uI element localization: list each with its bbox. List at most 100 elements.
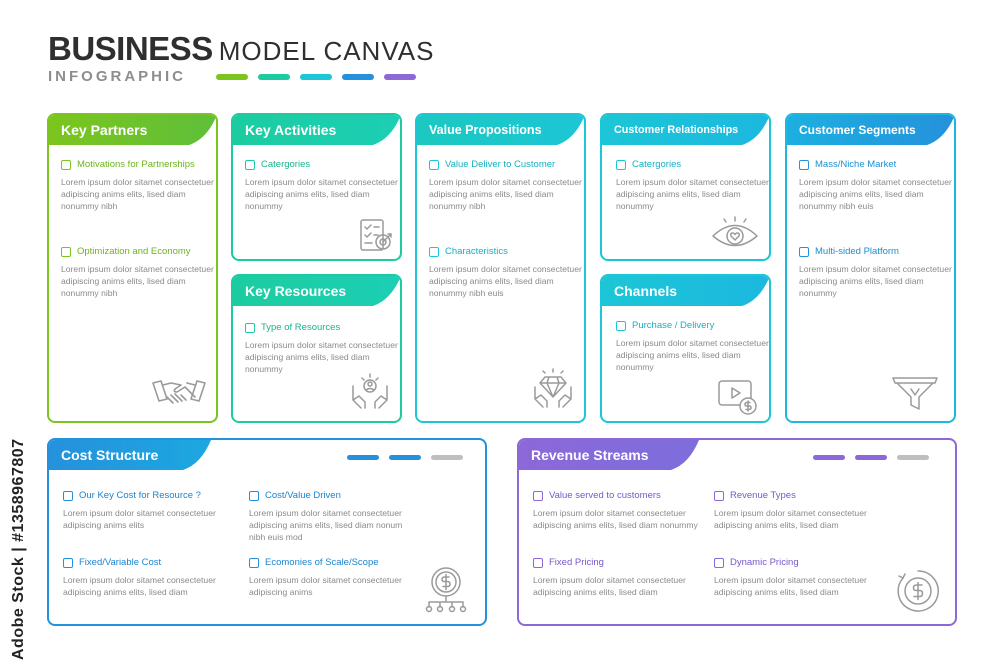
checkbox[interactable]: [249, 490, 259, 501]
checkbox[interactable]: [799, 246, 809, 257]
item-title: Mass/Niche Market: [815, 159, 897, 170]
eye-heart-icon: [710, 215, 760, 251]
list-item: Motivations for Partnerships Lorem ipsum…: [61, 159, 216, 212]
item-body: Lorem ipsum dolor sitamet consectetuer a…: [245, 177, 398, 211]
watermark-text: Adobe Stock | #1358967807: [10, 438, 27, 660]
item-body: Lorem ipsum dolor sitamet consectetuer a…: [429, 264, 582, 298]
item-title: Dynamic Pricing: [730, 557, 799, 568]
checkbox[interactable]: [616, 320, 626, 331]
checkbox[interactable]: [799, 159, 809, 170]
funnel-icon: [891, 375, 939, 411]
card-title: Customer Segments: [799, 123, 916, 137]
item-body: Lorem ipsum dolor sitamet consectetuer a…: [799, 177, 952, 211]
item-body: Lorem ipsum dolor sitamet consectetuer a…: [533, 575, 686, 597]
handshake-icon: [151, 373, 207, 413]
list-item: Characteristics Lorem ipsum dolor sitame…: [429, 246, 584, 299]
item-body: Lorem ipsum dolor sitamet consectetuer a…: [714, 508, 867, 530]
list-item: Type of Resources Lorem ipsum dolor sita…: [245, 322, 400, 375]
item-title: Ecomonies of Scale/Scope: [265, 557, 379, 568]
list-item: Value Deliver to Customer Lorem ipsum do…: [429, 159, 584, 212]
card-title: Cost Structure: [61, 447, 159, 463]
revenue-dashes: [813, 455, 929, 460]
card-header-shape: [602, 276, 769, 306]
item-title: Fixed Pricing: [549, 557, 604, 568]
list-item: Multi-sided Platform Lorem ipsum dolor s…: [799, 246, 954, 299]
list-item: Optimization and Economy Lorem ipsum dol…: [61, 246, 216, 299]
card-customer-relationships: Customer Relationships Catergories Lorem…: [600, 113, 771, 261]
item-body: Lorem ipsum dolor sitamet consectetuer a…: [249, 575, 402, 597]
card-title: Key Partners: [61, 122, 148, 138]
list-item: Our Key Cost for Resource ? Lorem ipsum …: [63, 490, 235, 531]
item-body: Lorem ipsum dolor sitamet consectetuer a…: [533, 508, 698, 530]
card-header-shape: [233, 276, 400, 306]
dollar-coin-icon: [895, 568, 941, 614]
item-title: Revenue Types: [730, 490, 796, 501]
item-title: Catergories: [632, 159, 682, 170]
dash-cyan: [300, 74, 332, 80]
item-body: Lorem ipsum dolor sitamet consectetuer a…: [616, 177, 769, 211]
card-customer-segments: Customer Segments Mass/Niche Market Lore…: [785, 113, 956, 423]
item-title: Value Deliver to Customer: [445, 159, 556, 170]
card-header-shape: [233, 115, 400, 145]
list-item: Mass/Niche Market Lorem ipsum dolor sita…: [799, 159, 954, 212]
video-dollar-icon: [716, 378, 760, 416]
card-key-resources: Key Resources Type of Resources Lorem ip…: [231, 274, 402, 423]
people-hands-icon: [349, 370, 391, 412]
card-title: Value Propositions: [429, 123, 542, 137]
item-title: Characteristics: [445, 246, 508, 257]
card-value-propositions: Value Propositions Value Deliver to Cust…: [415, 113, 586, 423]
checkbox[interactable]: [429, 246, 439, 257]
checkbox[interactable]: [245, 322, 255, 333]
list-item: Value served to customers Lorem ipsum do…: [533, 490, 703, 531]
title-rest: MODEL CANVAS: [218, 36, 435, 66]
checkbox[interactable]: [249, 557, 259, 568]
item-title: Fixed/Variable Cost: [79, 557, 162, 568]
card-header-shape: [49, 440, 211, 470]
checkbox[interactable]: [245, 159, 255, 170]
card-revenue-streams: Revenue Streams Value served to customer…: [517, 438, 957, 626]
list-item: Catergories Lorem ipsum dolor sitamet co…: [616, 159, 769, 212]
title-bold: BUSINESS: [48, 30, 213, 67]
list-item: Ecomonies of Scale/Scope Lorem ipsum dol…: [249, 557, 417, 598]
item-body: Lorem ipsum dolor sitamet consectetuer a…: [245, 340, 398, 374]
checkbox[interactable]: [61, 159, 71, 170]
checkbox[interactable]: [533, 557, 543, 568]
cost-dashes: [347, 455, 463, 460]
checkbox[interactable]: [533, 490, 543, 501]
list-item: Fixed Pricing Lorem ipsum dolor sitamet …: [533, 557, 703, 598]
checkbox[interactable]: [714, 557, 724, 568]
item-body: Lorem ipsum dolor sitamet consectetuer a…: [249, 508, 403, 542]
dash-blue: [342, 74, 374, 80]
card-title: Revenue Streams: [531, 447, 649, 463]
stock-watermark: Adobe Stock | #1358967807: [10, 420, 34, 660]
dash-teal: [258, 74, 290, 80]
checkbox[interactable]: [63, 557, 73, 568]
card-header-shape: [602, 115, 769, 145]
dash-green: [216, 74, 248, 80]
checkbox[interactable]: [63, 490, 73, 501]
item-body: Lorem ipsum dolor sitamet consectetuer a…: [63, 575, 216, 597]
card-header-shape: [519, 440, 699, 470]
item-title: Catergories: [261, 159, 311, 170]
card-header-shape: [417, 115, 584, 145]
page-subtitle: INFOGRAPHIC: [48, 68, 186, 85]
card-title: Key Activities: [245, 122, 337, 138]
card-title: Key Resources: [245, 283, 347, 299]
list-item: Cost/Value Driven Lorem ipsum dolor sita…: [249, 490, 417, 543]
item-title: Optimization and Economy: [77, 246, 191, 257]
card-channels: Channels Purchase / Delivery Lorem ipsum…: [600, 274, 771, 423]
checkbox[interactable]: [714, 490, 724, 501]
card-header-shape: [787, 115, 954, 145]
item-title: Multi-sided Platform: [815, 246, 899, 257]
card-title: Customer Relationships: [614, 124, 739, 136]
checkbox[interactable]: [429, 159, 439, 170]
card-key-activities: Key Activities Catergories Lorem ipsum d…: [231, 113, 402, 261]
item-title: Type of Resources: [261, 322, 341, 333]
item-body: Lorem ipsum dolor sitamet consectetuer a…: [714, 575, 867, 597]
card-key-partners: Key Partners Motivations for Partnership…: [47, 113, 218, 423]
checkbox[interactable]: [616, 159, 626, 170]
list-item: Fixed/Variable Cost Lorem ipsum dolor si…: [63, 557, 235, 598]
checkbox[interactable]: [61, 246, 71, 257]
checklist-target-icon: [358, 217, 394, 253]
item-title: Purchase / Delivery: [632, 320, 715, 331]
